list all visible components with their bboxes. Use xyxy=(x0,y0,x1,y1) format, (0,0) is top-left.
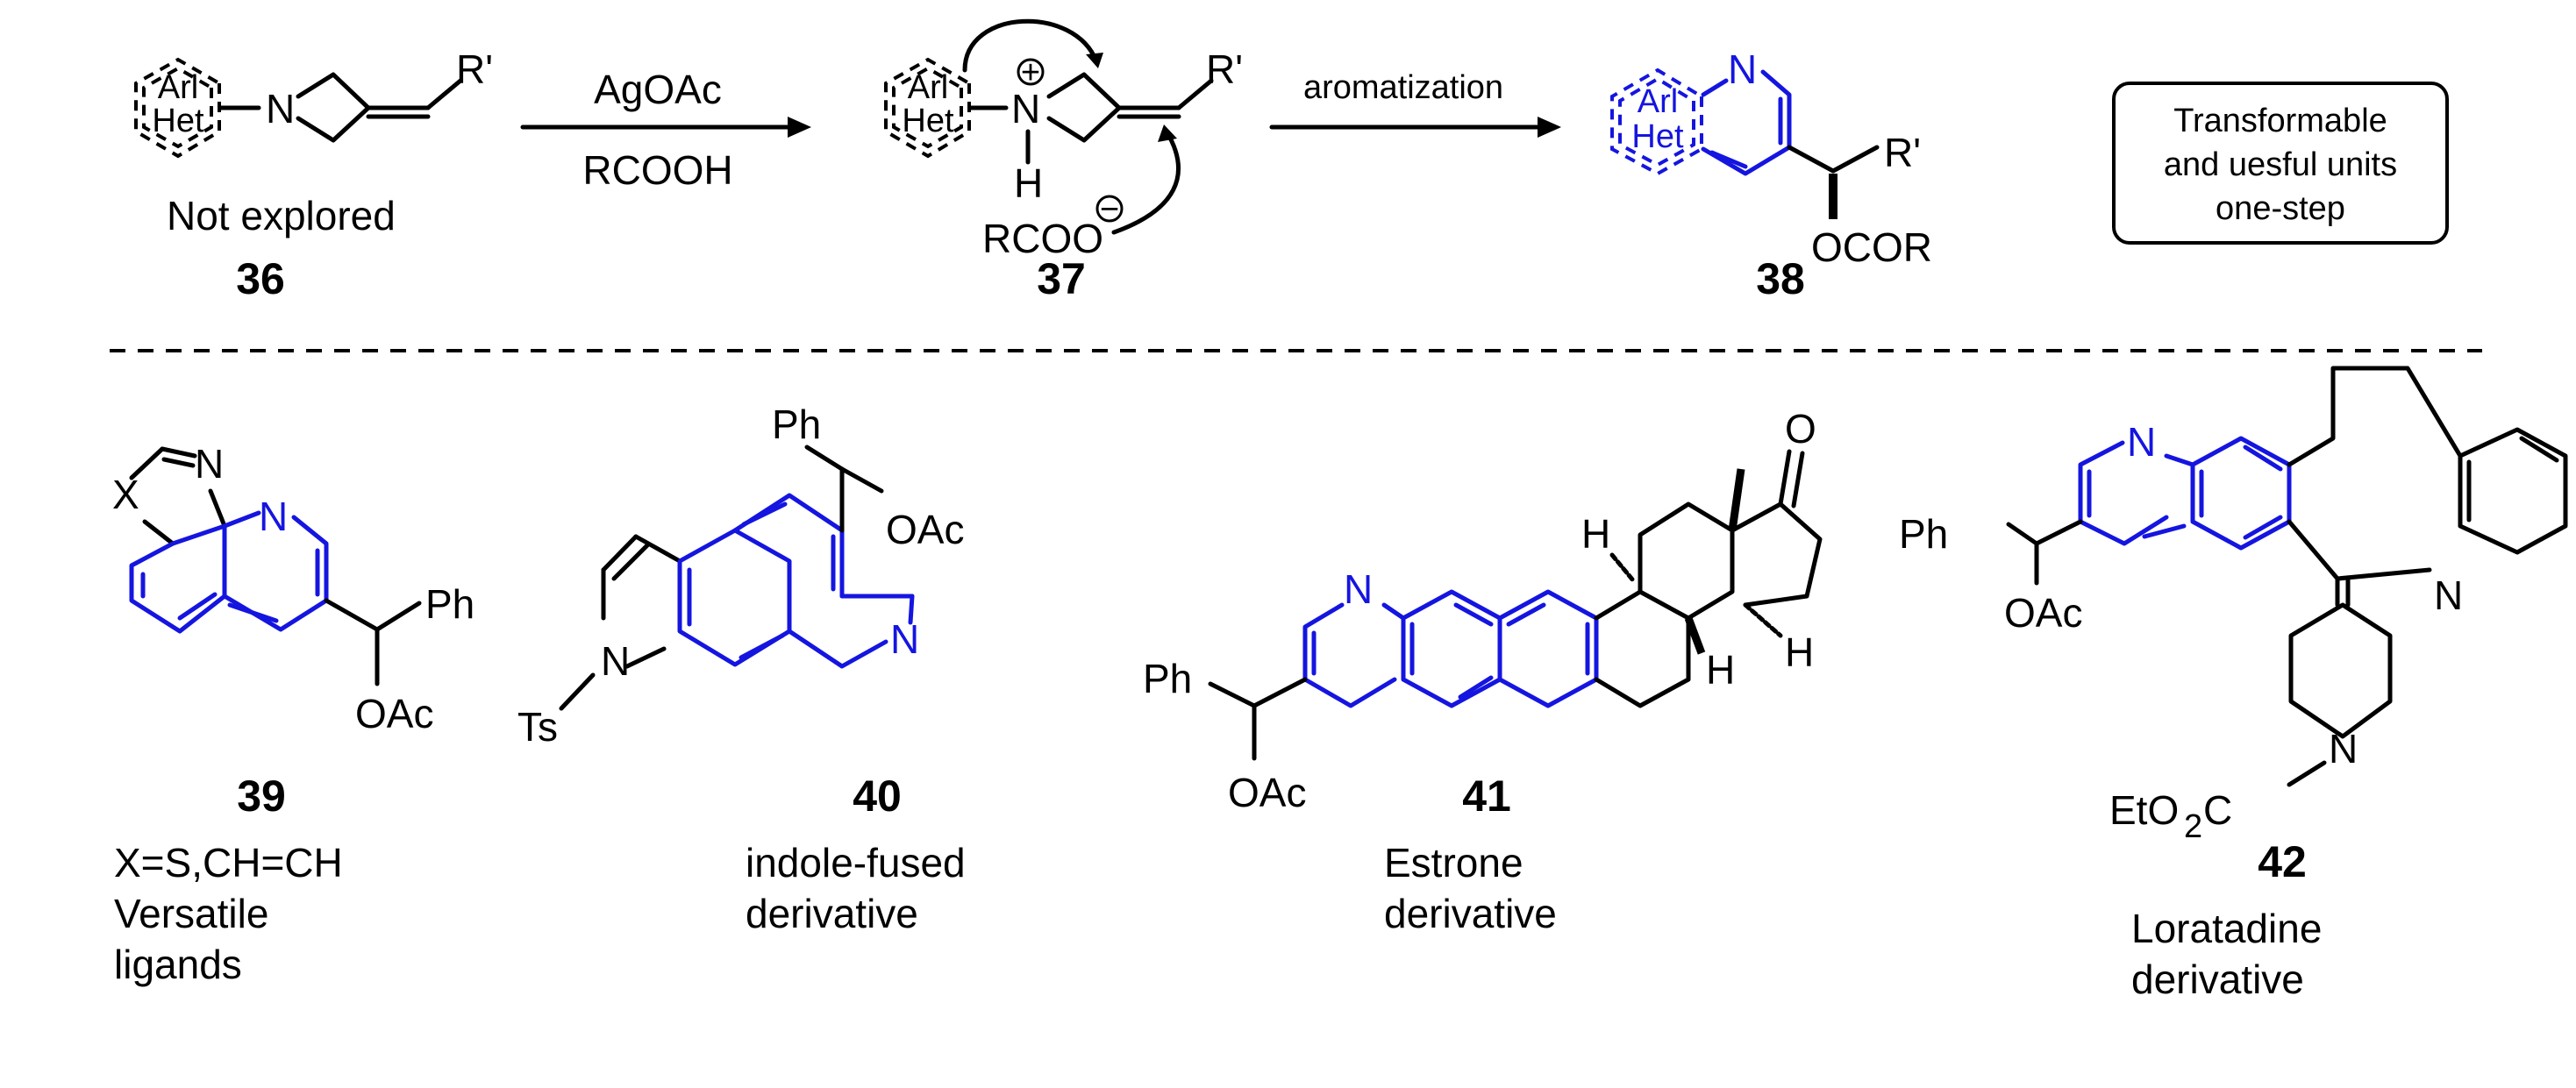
compound-38: Arl Het N R' OCOR 38 xyxy=(1610,46,1932,303)
svg-text:AgOAc: AgOAc xyxy=(594,67,722,112)
caption-42-line2: derivative xyxy=(2131,956,2304,1002)
svg-text:N: N xyxy=(1728,46,1757,92)
svg-text:Arl: Arl xyxy=(1638,83,1678,120)
svg-text:+: + xyxy=(1021,54,1040,91)
caption-39-line3: ligands xyxy=(114,942,242,987)
svg-text:R': R' xyxy=(456,46,493,92)
svg-text:X: X xyxy=(112,472,139,517)
svg-text:OAc: OAc xyxy=(886,507,964,552)
svg-text:H: H xyxy=(1014,160,1043,206)
compound-label-42: 42 xyxy=(2258,837,2307,886)
svg-text:N: N xyxy=(2434,572,2463,618)
svg-text:Het: Het xyxy=(152,103,204,139)
svg-text:−: − xyxy=(1100,191,1119,228)
svg-text:aromatization: aromatization xyxy=(1303,69,1503,106)
svg-text:Transformable: Transformable xyxy=(2173,103,2387,139)
svg-text:O: O xyxy=(1785,406,1816,452)
svg-text:Ph: Ph xyxy=(772,402,821,447)
svg-text:N: N xyxy=(1344,566,1373,612)
reaction-arrow-1: AgOAc RCOOH xyxy=(520,67,811,193)
svg-text:H: H xyxy=(1785,629,1814,675)
compound-label-41: 41 xyxy=(1462,772,1511,821)
svg-text:N: N xyxy=(2329,726,2358,772)
caption-40-line1: indole-fused xyxy=(746,840,966,885)
svg-text:N: N xyxy=(1011,86,1040,132)
compound-label-38: 38 xyxy=(1756,254,1805,303)
svg-text:H: H xyxy=(1581,511,1610,557)
caption-41-line1: Estrone xyxy=(1384,840,1523,885)
svg-text:Het: Het xyxy=(1631,118,1684,155)
svg-text:N: N xyxy=(890,616,919,662)
svg-text:C: C xyxy=(2203,787,2232,833)
caption-39-line1: X=S,CH=CH xyxy=(114,840,343,885)
svg-text:RCOO: RCOO xyxy=(982,216,1103,261)
compound-37: Arl Het N + H R' RCOO − 37 xyxy=(884,18,1243,303)
svg-text:R': R' xyxy=(1884,130,1921,175)
svg-text:Ph: Ph xyxy=(1899,511,1948,557)
svg-text:OCOR: OCOR xyxy=(1811,224,1932,270)
svg-text:N: N xyxy=(601,638,630,684)
compound-42: N N N EtO 2 C Ph OAc xyxy=(1899,366,2568,845)
svg-text:EtO: EtO xyxy=(2109,787,2179,833)
svg-text:one-step: one-step xyxy=(2216,190,2345,227)
caption-41-line2: derivative xyxy=(1384,891,1557,936)
svg-text:N: N xyxy=(266,86,295,132)
svg-text:Ph: Ph xyxy=(1143,656,1192,701)
svg-text:2: 2 xyxy=(2184,808,2202,845)
svg-text:Arl: Arl xyxy=(158,69,198,106)
svg-text:N: N xyxy=(259,494,288,539)
compound-40: N Ts N Ph OAc xyxy=(517,402,964,750)
svg-text:N: N xyxy=(195,441,224,487)
svg-text:and uesful units: and uesful units xyxy=(2164,146,2397,183)
svg-text:OAc: OAc xyxy=(2004,590,2082,636)
compound-label-36: 36 xyxy=(236,254,285,303)
caption-42-line1: Loratadine xyxy=(2131,906,2322,951)
svg-text:H: H xyxy=(1706,647,1735,693)
compound-label-37: 37 xyxy=(1037,254,1086,303)
compound-36: Arl Het N R' Not explored 36 xyxy=(134,46,493,303)
svg-text:OAc: OAc xyxy=(355,691,433,736)
svg-text:R': R' xyxy=(1206,46,1243,92)
transformable-units-box: Transformable and uesful units one-step xyxy=(2112,82,2449,245)
svg-text:RCOOH: RCOOH xyxy=(582,147,732,193)
svg-text:N: N xyxy=(2127,419,2156,465)
not-explored-note: Not explored xyxy=(167,193,396,238)
svg-text:Ph: Ph xyxy=(425,581,475,627)
svg-text:Het: Het xyxy=(902,103,954,139)
reaction-arrow-2: aromatization xyxy=(1269,69,1561,138)
svg-text:Ts: Ts xyxy=(517,704,558,750)
compound-39: X N N Ph OAc xyxy=(112,441,475,736)
svg-text:OAc: OAc xyxy=(1228,770,1306,815)
caption-39-line2: Versatile xyxy=(114,891,268,936)
svg-text:Arl: Arl xyxy=(908,69,948,106)
caption-40-line2: derivative xyxy=(746,891,918,936)
compound-label-40: 40 xyxy=(853,772,902,821)
compound-41: N O H H H Ph OAc xyxy=(1143,406,1823,815)
compound-label-39: 39 xyxy=(237,772,286,821)
